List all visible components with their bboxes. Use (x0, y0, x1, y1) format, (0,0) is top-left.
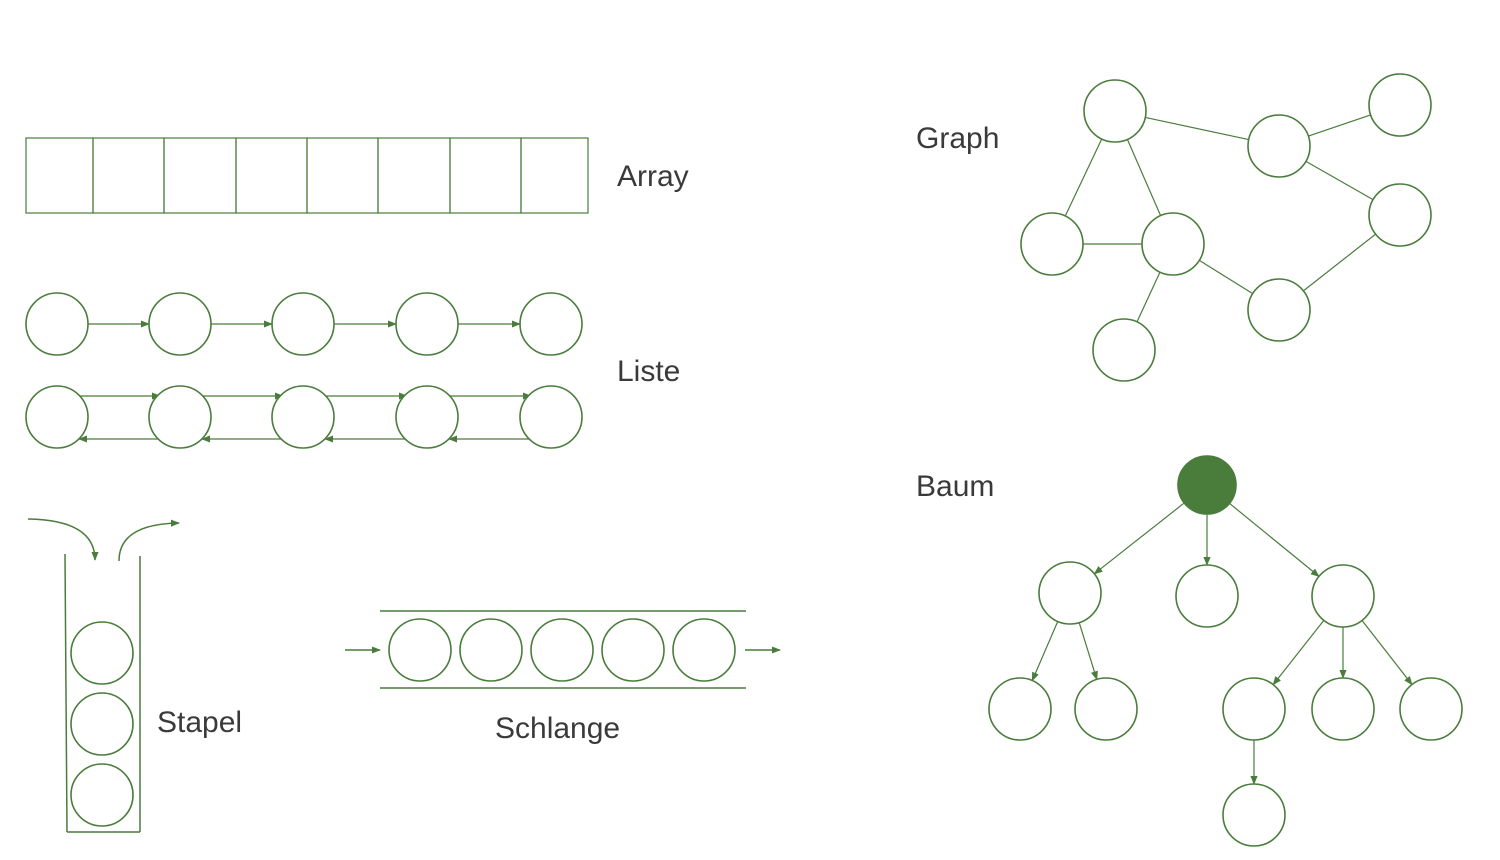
tree-edge (1031, 621, 1059, 682)
graph-node (1092, 318, 1156, 382)
tree-edge (1229, 502, 1320, 577)
tree-node (1074, 677, 1138, 741)
queue-structure (345, 610, 781, 689)
single-linked-list (25, 292, 583, 356)
tree-node (1311, 564, 1375, 628)
graph-edges (1064, 114, 1376, 323)
queue-label: Schlange (495, 712, 620, 745)
stack-label: Stapel (157, 706, 242, 739)
array-cell (235, 137, 308, 214)
tree-node (1038, 561, 1102, 625)
array-structure (25, 137, 589, 214)
single-list-node (395, 292, 459, 356)
graph-node (1083, 79, 1147, 143)
double-linked-list (25, 385, 583, 449)
array-cell (25, 137, 94, 214)
array-cell (306, 137, 379, 214)
tree-node (1399, 677, 1463, 741)
array-cell (520, 137, 589, 214)
array-label: Array (617, 160, 689, 193)
tree-node (1222, 677, 1286, 741)
queue-element (672, 618, 736, 682)
graph-edge (1305, 160, 1374, 201)
graph-edge (1126, 139, 1162, 216)
queue-element (388, 618, 452, 682)
graph-nodes (1020, 73, 1432, 382)
graph-node (1247, 278, 1311, 342)
stack-element (70, 621, 134, 685)
tree-node (1311, 677, 1375, 741)
graph-edge (1198, 259, 1254, 295)
graph-edge (1303, 233, 1376, 292)
tree-label: Baum (916, 470, 994, 503)
stack-push-arrow (27, 518, 99, 561)
single-list-node (25, 292, 89, 356)
graph-node (1141, 212, 1205, 276)
array-cell (92, 137, 165, 214)
tree-root-node (1177, 455, 1237, 515)
double-list-node (395, 385, 459, 449)
array-cell (449, 137, 522, 214)
graph-node (1247, 114, 1311, 178)
stack-wall-left (64, 553, 68, 833)
graph-edge (1064, 138, 1103, 217)
double-list-node (519, 385, 583, 449)
array-cell (163, 137, 237, 214)
tree-node (988, 677, 1052, 741)
stack-element (70, 763, 134, 827)
single-list-node (148, 292, 212, 356)
graph-node (1368, 183, 1432, 247)
tree-node (1175, 564, 1239, 628)
tree-edge (1272, 619, 1325, 686)
queue-element (601, 618, 665, 682)
graph-node (1368, 73, 1432, 137)
tree-node (1222, 783, 1286, 847)
double-list-node (271, 385, 335, 449)
single-list-node (271, 292, 335, 356)
graph-edge (1136, 271, 1161, 323)
tree-edge (1093, 502, 1185, 575)
tree-nodes (988, 455, 1463, 847)
double-list-node (25, 385, 89, 449)
graph-node (1020, 212, 1084, 276)
graph-label: Graph (916, 122, 999, 155)
single-list-node (519, 292, 583, 356)
queue-element (459, 618, 523, 682)
stack-element (70, 692, 134, 756)
graph-edge (1308, 114, 1371, 137)
tree-edge (1361, 620, 1413, 686)
tree-edges (1031, 502, 1413, 785)
stack-pop-arrow (118, 519, 180, 562)
double-list-node (148, 385, 212, 449)
list-label: Liste (617, 355, 680, 388)
queue-element (530, 618, 594, 682)
tree-edge (1078, 622, 1098, 681)
stack-structure (27, 518, 180, 833)
graph-edge (1145, 116, 1249, 141)
array-cell (377, 137, 451, 214)
